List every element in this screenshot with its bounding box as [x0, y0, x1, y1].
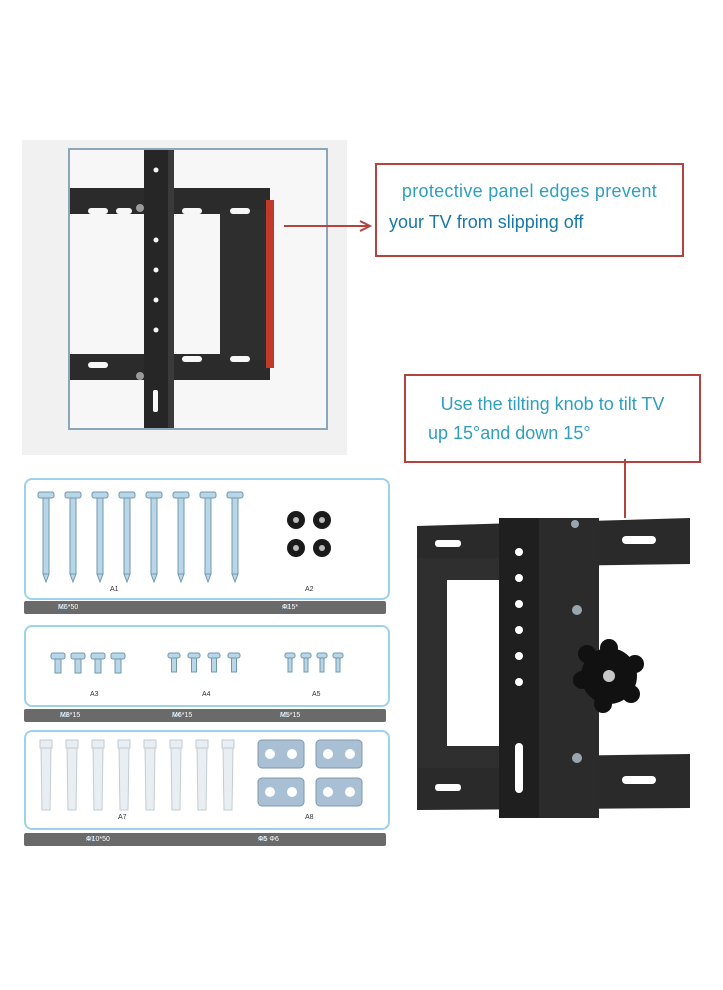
callout-text: protective panel edges prevent	[401, 181, 658, 201]
part-code-a7: A7	[86, 836, 95, 843]
flat-washers-image	[257, 739, 363, 807]
wall-bracket-image	[70, 150, 274, 428]
callout-arrow	[284, 220, 373, 232]
parts-panel-bolts: A3 A4 A5	[24, 625, 390, 707]
part-code-a1: A1	[110, 586, 119, 593]
tilt-knob-photo	[417, 518, 690, 818]
rubber-washers-image	[287, 511, 331, 557]
protective-edge-callout: protective panel edges prevent your TV f…	[375, 163, 684, 257]
part-code-a1: A1	[58, 604, 67, 611]
parts-label-bar-2: A3 M8*15 Screw A4 M6*15 Screw A5 M5*15 S…	[24, 709, 386, 732]
part-code-a5: A5	[280, 712, 289, 719]
part-code-a5: A5	[312, 691, 321, 698]
part-desc-a8: Φ5 Φ6 Φ8 Flat Washes	[258, 836, 284, 869]
parts-label-bar-3: A7 Φ10*50 Plastic Anchor A8 Φ5 Φ6 Φ8 Fla…	[24, 833, 386, 869]
plastic-anchors-image	[39, 739, 363, 811]
bracket-photo-frame	[68, 148, 328, 430]
part-code-a2: A2	[282, 604, 291, 611]
callout-text: up 15°and down 15°	[428, 423, 591, 443]
self-tap-screws-image	[37, 491, 331, 584]
part-code-a8: A8	[258, 836, 267, 843]
parts-panel-screws: A1 A2	[24, 478, 390, 600]
part-desc-a7: Φ10*50 Plastic Anchor	[86, 836, 110, 869]
part-code-a2: A2	[305, 586, 314, 593]
tilt-knob-callout: Use the tilting knob to tilt TV up 15°an…	[404, 374, 701, 463]
callout-text: your TV from slipping off	[389, 212, 584, 232]
part-code-a4: A4	[172, 712, 181, 719]
part-desc-a3: M8*15 Screw	[60, 712, 81, 732]
callout-text: Use the tilting knob to tilt TV	[440, 394, 665, 414]
part-code-a3: A3	[60, 712, 69, 719]
part-code-a4: A4	[202, 691, 211, 698]
part-code-a8: A8	[305, 814, 314, 821]
tilt-bracket-image	[417, 518, 690, 818]
part-desc-a5: M5*15 Screw	[280, 712, 301, 732]
part-code-a3: A3	[90, 691, 99, 698]
tilt-knob-icon	[573, 639, 644, 713]
parts-panel-anchors: A7 A8	[24, 730, 390, 830]
part-desc-a4: M6*15 Screw	[172, 712, 193, 732]
part-code-a7: A7	[118, 814, 127, 821]
machine-screws-image	[50, 652, 344, 674]
parts-label-bar-1: A1 M6*50 Self-tap Screw A2 Φ15* Φ8.2 Φ4.…	[24, 601, 386, 650]
